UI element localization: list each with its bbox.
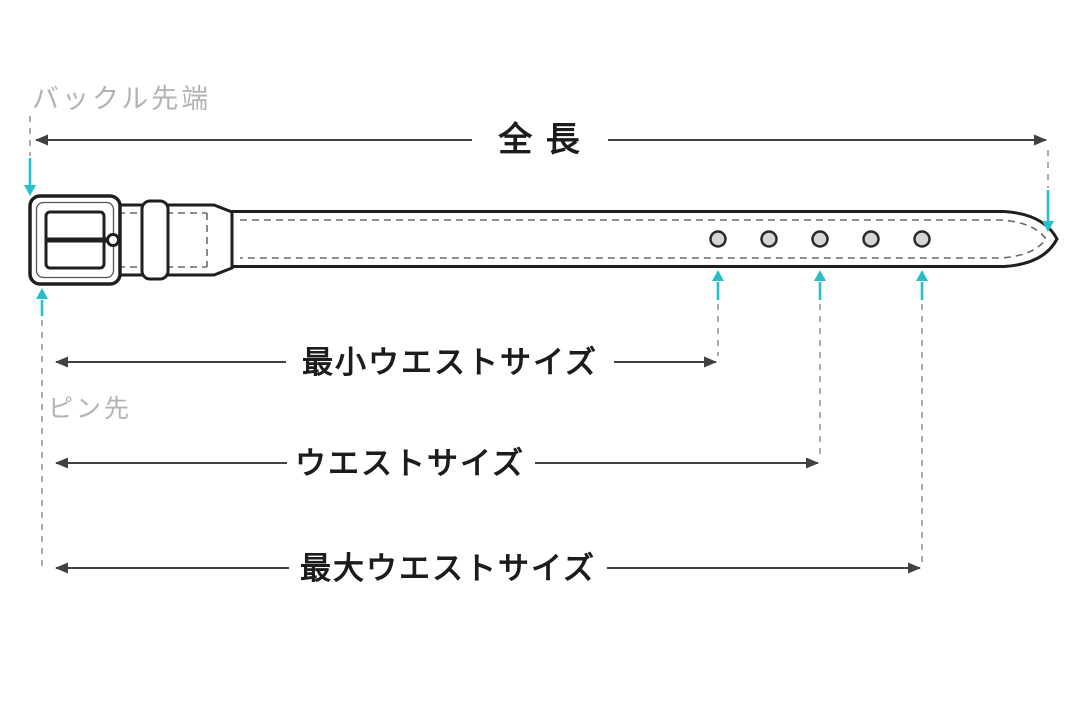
- waist-hole-arrowhead: [814, 270, 826, 281]
- belt-strap: [230, 210, 1059, 268]
- min-waist-label: 最小ウエストサイズ: [302, 345, 598, 380]
- belt-hole: [760, 230, 778, 248]
- belt-keeper: [140, 199, 170, 281]
- min-waist-hole-arrowhead: [712, 270, 724, 281]
- max-waist-label: 最大ウエストサイズ: [300, 551, 596, 586]
- total-length-label: 全 長: [497, 120, 581, 159]
- total-length-dimension: 全 長: [35, 120, 1054, 232]
- belt-hole: [913, 230, 931, 248]
- pin-tip-arrowhead: [36, 288, 48, 299]
- max-waist-dimension: 最大ウエストサイズ: [55, 270, 928, 586]
- strap-stitching: [240, 219, 1047, 259]
- belt-holes: [709, 230, 931, 248]
- buckle-pin-pivot: [106, 233, 120, 247]
- waist-dimension: ウエストサイズ: [55, 270, 826, 481]
- buckle-tip-label: バックル先端: [32, 84, 211, 114]
- min-waist-dimension: 最小ウエストサイズ: [55, 270, 724, 380]
- pin-tip-label: ピン先: [48, 395, 132, 423]
- belt-tip-arrowhead: [1042, 221, 1054, 232]
- buckle-tip-callout: バックル先端: [24, 84, 211, 196]
- pin-tip-callout: ピン先: [36, 288, 132, 572]
- belt-illustration: [28, 194, 1059, 286]
- belt-hole: [862, 230, 880, 248]
- belt-hole: [709, 230, 727, 248]
- max-waist-hole-arrowhead: [916, 270, 928, 281]
- waist-label: ウエストサイズ: [295, 446, 525, 481]
- belt-hole: [811, 230, 829, 248]
- buckle-tip-arrowhead: [24, 185, 36, 196]
